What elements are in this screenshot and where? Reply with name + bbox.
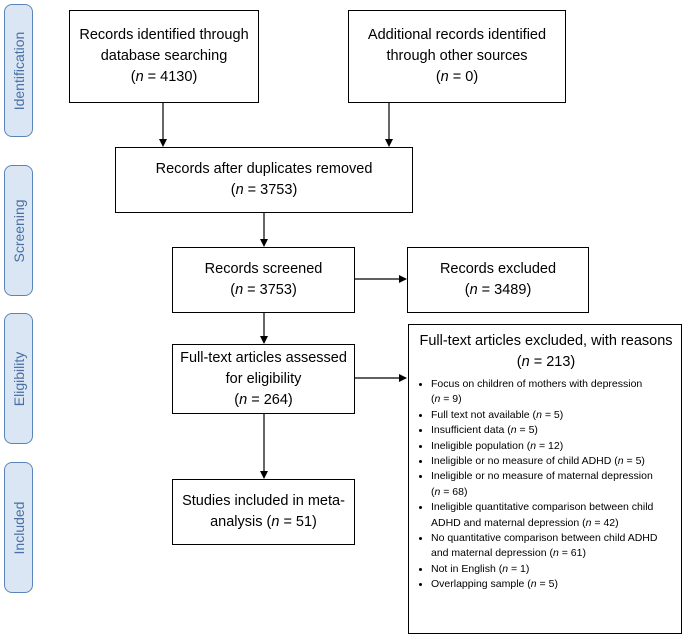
box-count: (n = 264) xyxy=(234,391,293,408)
n-value: = 4130 xyxy=(147,69,193,85)
box-line: Records after duplicates removed xyxy=(155,161,373,177)
n-symbol: n xyxy=(434,485,441,498)
n-symbol: n xyxy=(530,578,537,591)
box-line: Records screened xyxy=(204,261,323,277)
n-symbol: n xyxy=(271,514,280,530)
n-value: = 0 xyxy=(452,69,474,85)
n-value: = 51) xyxy=(283,514,317,530)
n-value: = 213 xyxy=(533,354,571,370)
exclusion-reason: Overlapping sample (n = 5) xyxy=(431,577,675,592)
exclusion-reason: Ineligible quantitative comparison betwe… xyxy=(431,500,675,531)
box-records-screened: Records screened (n = 3753) xyxy=(172,247,355,313)
reason-count: = 5) xyxy=(541,408,564,421)
box-studies-included: Studies included in meta- analysis (n = … xyxy=(172,479,355,545)
reason-count: = 5) xyxy=(536,578,558,591)
box-line: Full-text articles assessed xyxy=(180,349,347,366)
reason-count: = 42) xyxy=(591,516,619,529)
exclusions-title: Full-text articles excluded, with reason… xyxy=(419,333,673,349)
reason-text: Overlapping sample ( xyxy=(431,578,531,591)
exclusion-reason: Not in English (n = 1) xyxy=(431,562,675,577)
exclusion-reason: Insufficient data (n = 5) xyxy=(431,423,675,438)
box-count: (n = 3489) xyxy=(464,282,532,298)
reason-text: Insufficient data ( xyxy=(431,424,511,437)
box-line: analysis (n = 51) xyxy=(173,512,354,533)
n-symbol: n xyxy=(135,69,144,85)
phase-label: Screening xyxy=(10,198,27,263)
reason-text: Ineligible population ( xyxy=(431,439,531,452)
box-after-duplicates: Records after duplicates removed (n = 37… xyxy=(115,147,413,213)
box-fulltext-assessed: Full-text articles assessed for eligibil… xyxy=(172,344,355,414)
box-line: for eligibility xyxy=(225,370,302,387)
phase-screening: Screening xyxy=(4,165,33,296)
n-value: = 3753 xyxy=(247,182,293,198)
phase-label: Identification xyxy=(10,31,27,110)
n-symbol: n xyxy=(585,516,592,529)
exclusion-reason: No quantitative comparison between child… xyxy=(431,531,675,562)
box-database-records: Records identified through database sear… xyxy=(69,10,259,103)
n-symbol: n xyxy=(530,439,537,452)
n-value: = 3753 xyxy=(247,282,292,298)
n-symbol: n xyxy=(440,69,449,85)
n-symbol: n xyxy=(239,391,248,408)
reason-count: = 61) xyxy=(558,547,586,560)
phase-identification: Identification xyxy=(4,4,33,137)
reason-text: Not in English ( xyxy=(431,562,503,575)
box-other-records: Additional records identified through ot… xyxy=(348,10,566,103)
reason-count: = 9) xyxy=(440,393,462,406)
n-symbol: n xyxy=(502,562,509,575)
reason-text: Full text not available ( xyxy=(431,408,537,421)
n-symbol: n xyxy=(510,424,517,437)
reason-count: = 1) xyxy=(508,562,530,575)
exclusion-reason: Focus on children of mothers with depres… xyxy=(431,377,675,408)
box-count: (n = 3753) xyxy=(230,282,297,298)
exclusion-reason: Ineligible or no measure of maternal dep… xyxy=(431,469,675,500)
reason-count: = 5) xyxy=(623,455,645,468)
box-records-excluded: Records excluded (n = 3489) xyxy=(407,247,589,313)
phase-label: Eligibility xyxy=(10,351,27,406)
n-symbol: n xyxy=(235,282,244,298)
reason-count: = 12) xyxy=(536,439,564,452)
n-symbol: n xyxy=(553,547,559,560)
box-line: Additional records identified xyxy=(367,27,547,43)
box-count: (n = 0) xyxy=(435,69,479,85)
n-symbol: n xyxy=(469,282,478,298)
n-symbol: n xyxy=(235,182,244,198)
n-symbol: n xyxy=(434,393,441,406)
reason-text: No quantitative comparison between child… xyxy=(431,532,658,560)
n-symbol: n xyxy=(521,354,530,370)
exclusions-count: (n = 213) xyxy=(516,354,576,370)
box-line: database searching xyxy=(100,48,228,64)
box-text: analysis ( xyxy=(210,514,272,530)
phase-included: Included xyxy=(4,462,33,593)
reason-text: Ineligible or no measure of maternal dep… xyxy=(431,470,653,483)
reason-count: = 5) xyxy=(516,424,538,437)
box-count: (n = 3753) xyxy=(230,182,298,198)
reason-text: Ineligible or no measure of child ADHD ( xyxy=(431,455,618,468)
reason-count: = 68) xyxy=(440,485,468,498)
box-line: Studies included in meta- xyxy=(182,493,345,509)
n-value: = 264 xyxy=(251,391,288,408)
exclusion-reason: Ineligible population (n = 12) xyxy=(431,439,675,454)
reason-text: Ineligible quantitative comparison betwe… xyxy=(431,501,654,529)
box-line: through other sources xyxy=(386,48,528,64)
box-line: Records identified through xyxy=(79,27,249,43)
box-fulltext-excluded: Full-text articles excluded, with reason… xyxy=(408,324,682,634)
n-value: = 3489 xyxy=(481,282,527,298)
n-symbol: n xyxy=(536,408,542,421)
box-count: (n = 4130) xyxy=(130,69,198,85)
exclusion-reasons-list: Focus on children of mothers with depres… xyxy=(417,377,675,593)
box-line: Records excluded xyxy=(439,261,557,277)
phase-label: Included xyxy=(10,501,27,554)
n-symbol: n xyxy=(617,455,624,468)
reason-text: Focus on children of mothers with depres… xyxy=(431,378,643,390)
phase-eligibility: Eligibility xyxy=(4,313,33,444)
exclusion-reason: Ineligible or no measure of child ADHD (… xyxy=(431,454,675,469)
exclusion-reason: Full text not available (n = 5) xyxy=(431,408,675,423)
